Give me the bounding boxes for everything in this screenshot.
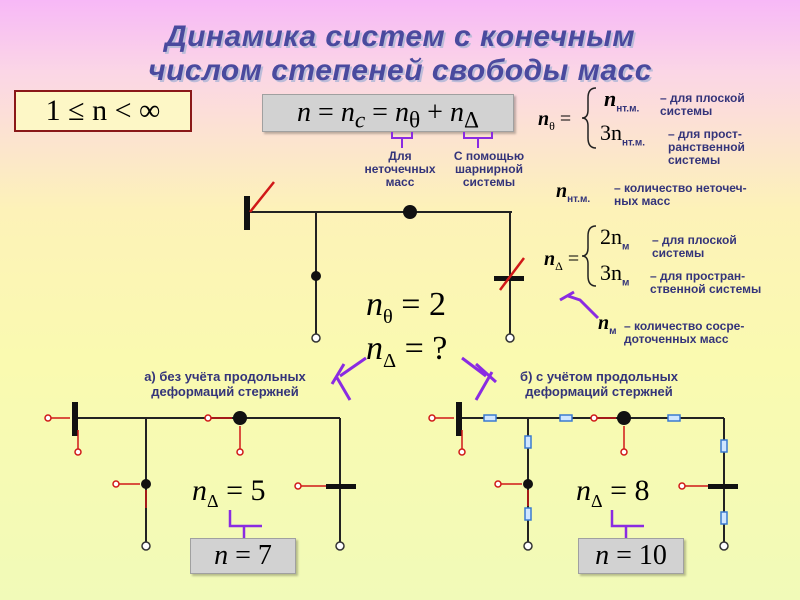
case-a-ndelta: nΔ = 5	[192, 474, 266, 511]
ndelta-def-text: – количество сосре- доточенных масс	[624, 319, 745, 346]
case-a-label: а) без учёта продольных деформаций стерж…	[144, 369, 306, 399]
pointer-point-masses	[391, 132, 413, 148]
mass-top	[403, 205, 417, 219]
left-clamp	[244, 196, 250, 230]
formula-ndelta: n	[449, 97, 464, 128]
main-formula: n = nc = nθ + nΔ	[262, 94, 514, 134]
case-a-result: n = 7	[190, 538, 296, 574]
title-line-1: Динамика систем с конечным	[164, 20, 636, 53]
ndelta-line1: 2nм	[600, 224, 630, 253]
pointer-case-b-result	[610, 510, 644, 538]
pointer-case-a	[330, 356, 367, 401]
right-rotation-mark	[499, 257, 525, 291]
formula-theta-sub: θ	[408, 107, 421, 134]
ntheta-lhs: nθ =	[538, 108, 572, 133]
ntheta-brace	[581, 87, 597, 149]
case-b-mass-left	[523, 479, 533, 489]
ndelta-line2-text: – для простран- ственной системы	[650, 269, 762, 296]
ntheta-line1-text: – для плоской системы	[660, 91, 745, 118]
pointer-hinge	[463, 132, 493, 148]
pointer-ndelta-def	[559, 290, 600, 320]
ndelta-line1-text: – для плоской системы	[652, 233, 737, 260]
case-a-clamp	[72, 402, 78, 436]
case-b-mass-bar	[708, 484, 738, 489]
condition-box: 1 ≤ n < ∞	[14, 90, 192, 132]
case-a-mass-top	[233, 411, 247, 425]
ndelta-def-symbol: nм	[598, 312, 617, 337]
formula-delta-sub: Δ	[463, 107, 479, 134]
ndelta-lhs: nΔ =	[544, 248, 580, 273]
main-frame	[250, 211, 512, 336]
formula-c-sub: c	[354, 107, 366, 134]
left-rotation-mark	[249, 181, 275, 213]
ntheta-line1: nнт.м.	[604, 86, 640, 115]
case-b-clamp	[456, 402, 462, 436]
center-ndelta: nΔ = ?	[366, 330, 448, 372]
ntheta-def-symbol: nнт.м.	[556, 180, 591, 205]
note-point-masses: Для неточечных масс	[364, 149, 436, 189]
case-b-constraints	[428, 414, 708, 506]
pointer-case-b	[461, 356, 498, 401]
mass-left	[311, 271, 321, 281]
case-a-support-left	[141, 541, 151, 551]
case-a-constraints	[44, 414, 326, 508]
note-hinge-system: С помощью шарнирной системы	[453, 149, 525, 189]
ntheta-line2-text: – для прост- ранственной системы	[668, 127, 745, 167]
case-a-mass-left	[141, 479, 151, 489]
ndelta-brace	[581, 225, 597, 287]
case-b-ndelta: nΔ = 8	[576, 474, 650, 511]
left-support	[311, 333, 321, 343]
ndelta-line2: 3nм	[600, 260, 630, 289]
ntheta-line2: 3nнт.м.	[600, 120, 646, 149]
case-a-mass-bar	[326, 484, 356, 489]
title-line-2: числом степеней свободы масс	[148, 54, 652, 87]
case-b-support-right	[719, 541, 729, 551]
case-b-result: n = 10	[578, 538, 684, 574]
pointer-case-a-result	[228, 510, 262, 538]
case-b-links	[483, 414, 728, 525]
center-ntheta: nθ = 2	[366, 286, 446, 328]
formula-ntheta: n	[394, 97, 409, 128]
case-b-label: б) с учётом продольных деформаций стержн…	[520, 369, 678, 399]
formula-nc: n	[340, 97, 355, 128]
case-b-support-left	[523, 541, 533, 551]
right-support	[505, 333, 515, 343]
formula-n: n	[297, 97, 312, 128]
case-b-mass-top	[617, 411, 631, 425]
case-a-support-right	[335, 541, 345, 551]
ntheta-def-text: – количество неточеч- ных масс	[614, 181, 747, 208]
